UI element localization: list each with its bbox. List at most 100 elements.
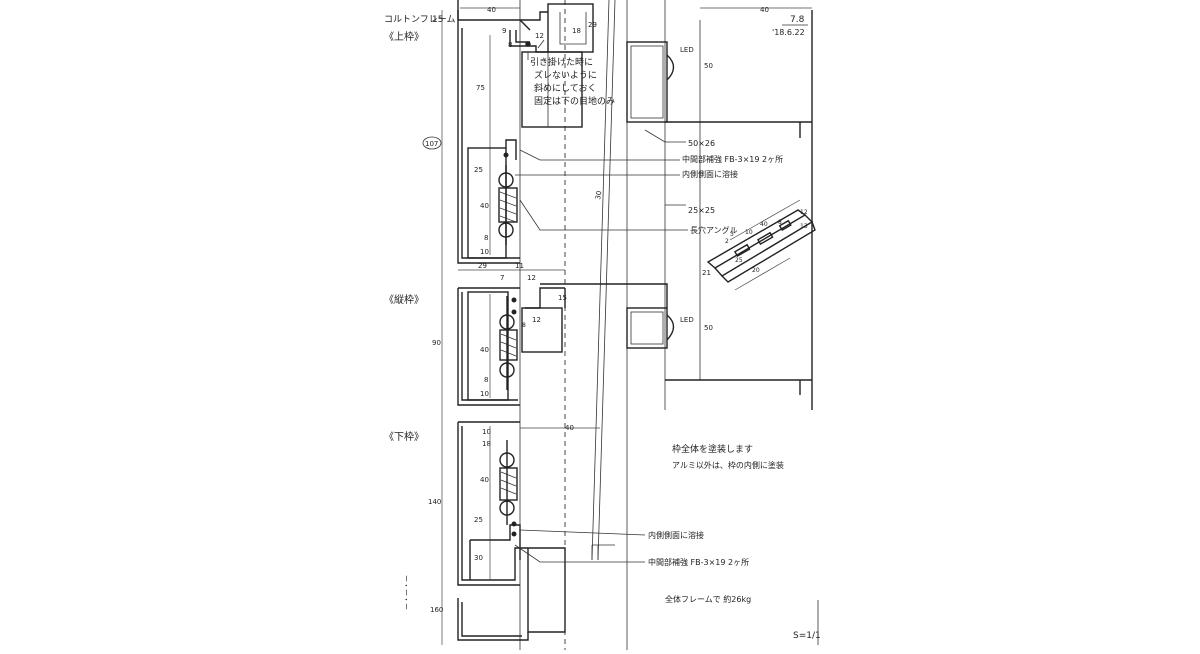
label-mid-plate-lower: 中間部補強 FB-3×19 2ヶ所 xyxy=(648,557,749,567)
angle-detail-body xyxy=(713,214,816,283)
angle-dim-10: 10 xyxy=(745,229,753,236)
upper-dim-8: 8 xyxy=(484,234,488,242)
lower-dim-30: 30 xyxy=(474,554,483,562)
upper-wall-line xyxy=(665,121,812,138)
lower-guide-bend xyxy=(591,544,615,560)
mullion-led-box-inner xyxy=(630,311,664,345)
angle-dim-line-bottom xyxy=(734,257,791,291)
upper-hinge-bracket xyxy=(505,139,517,160)
angle-detail-flange xyxy=(706,209,806,269)
diag-dim-30: 30 xyxy=(594,190,603,200)
lower-bolt-1 xyxy=(511,521,517,527)
angle-dim-40: 40 xyxy=(760,221,768,228)
lower-hinge-body xyxy=(499,467,518,501)
mullion-hinge-spring xyxy=(500,333,517,357)
upper-frame-top-return xyxy=(457,10,548,21)
lower-bolt-2 xyxy=(511,531,517,537)
mullion-bolt-1 xyxy=(511,297,517,303)
top-dim-40: 40 xyxy=(487,6,496,14)
mullion-led-label: LED xyxy=(680,316,694,324)
mullion-top-step xyxy=(525,287,566,309)
lower-dim-140: 140 xyxy=(428,498,441,506)
label-weld-upper: 内側側面に溶接 xyxy=(682,169,738,179)
frame-note-2: アルミ以外は、枠の内側に塗装 xyxy=(672,460,784,470)
angle-dim-21: 21 xyxy=(702,269,711,277)
margin-vertical-text: ー・ー・ー xyxy=(402,575,410,610)
upper-note-leader xyxy=(527,39,545,60)
upper-dim-75: 75 xyxy=(476,84,485,92)
upper-bottom-dim-7: 7 xyxy=(500,274,504,282)
lower-bottom-return xyxy=(457,598,529,641)
diagonal-guide-line-b xyxy=(597,0,616,561)
upper-dim-40: 40 xyxy=(480,202,489,210)
label-weld-lower: 内側側面に溶接 xyxy=(648,530,704,540)
upper-frame-outer xyxy=(457,0,531,264)
scale-label: S=1/1 xyxy=(793,631,821,641)
section-title-lower: 《下枠》 xyxy=(384,430,424,443)
label-25x25: 25×25 xyxy=(688,206,715,215)
upper-dim-18: 18 xyxy=(572,27,581,35)
section-title-upper: 《上枠》 xyxy=(384,30,424,43)
upper-led-bulb xyxy=(666,54,675,81)
upper-led-label: LED xyxy=(680,46,694,54)
mullion-dim-40: 40 xyxy=(480,346,489,354)
upper-note-3: 斜めにしておく xyxy=(534,82,596,94)
angle-slot-2 xyxy=(756,231,774,246)
upper-right-dim-50: 50 xyxy=(704,62,713,70)
angle-slot-1 xyxy=(733,243,751,258)
corton-frame-dim: 15 xyxy=(432,15,443,25)
angle-dim-13: 13 xyxy=(800,223,808,230)
mullion-right-bar xyxy=(540,283,668,308)
mullion-frame-outer xyxy=(457,287,520,406)
angle-dim-20: 20 xyxy=(752,267,760,274)
upper-hinge-bolt xyxy=(503,152,509,158)
leader-50x26 xyxy=(644,129,686,143)
label-mid-plate-upper: 中間部補強 FB-3×19 2ヶ所 xyxy=(682,154,783,164)
mullion-hinge-plate xyxy=(467,291,509,401)
mullion-dim-50: 50 xyxy=(704,324,713,332)
lower-frame-outer xyxy=(457,421,528,586)
upper-note-1: 引き掛けた時に xyxy=(530,56,593,68)
upper-hinge-body xyxy=(498,187,518,223)
mullion-hinge-body xyxy=(499,329,518,361)
angle-dim-8: 8 xyxy=(778,219,782,226)
mullion-dim-8-lower: 8 xyxy=(484,376,488,384)
label-angle: 長穴アングル xyxy=(690,225,738,235)
lower-hinge-spring xyxy=(500,471,517,495)
mullion-bolt-2 xyxy=(511,309,517,315)
circle-dim-label: 107 xyxy=(425,140,438,148)
upper-dim-25: 25 xyxy=(474,166,483,174)
date-top: 7.8 xyxy=(790,15,805,25)
mullion-dim-10: 10 xyxy=(480,390,489,398)
angle-dim-25: 25 xyxy=(735,257,743,264)
lower-dim-25: 25 xyxy=(474,516,483,524)
leader-mid-plate-upper xyxy=(519,149,680,161)
upper-bolt-top xyxy=(525,41,531,47)
upper-dim-29: 29 xyxy=(588,21,597,29)
upper-led-box xyxy=(626,41,668,123)
upper-led-box-inner xyxy=(630,45,664,119)
upper-bottom-dim-29: 29 xyxy=(478,262,487,270)
upper-top-box-inner xyxy=(559,12,587,45)
upper-bottom-dim-11: 11 xyxy=(515,262,524,270)
angle-dim-12: 12 xyxy=(800,209,808,216)
mullion-glass-box xyxy=(521,307,563,353)
leader-mid-plate-lower xyxy=(514,544,645,563)
section-title-mullion: 《縦枠》 xyxy=(384,293,424,306)
lower-dim-18: 18 xyxy=(482,440,491,448)
upper-dim-10: 10 xyxy=(480,248,489,256)
label-50x26: 50×26 xyxy=(688,139,715,148)
date-bottom: '18.6.22 xyxy=(772,28,805,37)
mullion-dim-12: 12 xyxy=(532,316,541,324)
leader-angle xyxy=(519,199,688,231)
angle-detail: 21 2 3 10 40 8 12 13 25 20 xyxy=(702,199,816,291)
lower-dim-10: 10 xyxy=(482,428,491,436)
top-right-dim-40: 40 xyxy=(760,6,769,14)
angle-dim-line-top xyxy=(729,199,801,241)
weight-note: 全体フレームで 約26kg xyxy=(665,594,751,604)
lower-hinge-plate xyxy=(469,524,521,580)
leader-weld-lower xyxy=(519,529,646,536)
mullion-dim-8: 8 xyxy=(522,322,526,329)
